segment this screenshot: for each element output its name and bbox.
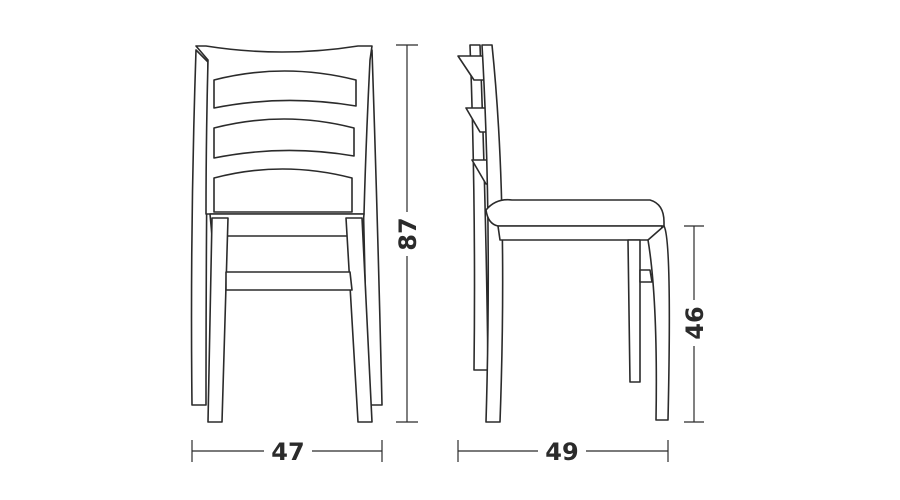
width-dimension-line [191,440,383,462]
depth-label: 49 [545,438,578,466]
seat-height-dimension-line [684,225,704,423]
seat-height-label: 46 [681,306,709,339]
chair-side-view [457,44,671,423]
height-dimension-line [396,44,418,423]
height-label: 87 [394,217,422,250]
chair-front-view [190,45,383,423]
depth-dimension-line [457,440,669,462]
width-label: 47 [271,438,304,466]
